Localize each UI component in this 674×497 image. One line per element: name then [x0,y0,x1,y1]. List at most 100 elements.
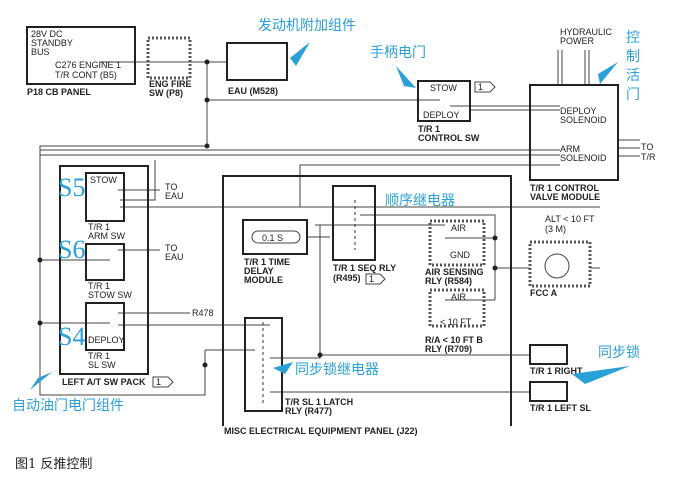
sl-sw-label: SL SW [88,360,116,370]
annotation-s6: S6 [58,235,85,264]
left-sl-label: T/R 1 LEFT SL [530,403,592,413]
p18-text: BUS [31,47,50,57]
ra-relay [428,288,486,328]
to-tr-text: TO [641,142,653,152]
fcc-a [528,240,592,288]
annotation-handle: 手柄电门 [370,45,426,61]
air-sensing-label: RLY (R584) [425,276,472,286]
note-tag [365,273,386,285]
note-tag-text: 1 [156,377,161,387]
deploy-text: DEPLOY [423,110,460,120]
arm-sw-label: T/R 1 [88,222,110,232]
ra-relay-label: RLY (R709) [425,344,472,354]
note-tag [152,376,174,388]
stow-text: STOW [90,175,117,185]
control-switch-box [417,80,471,122]
delay-text: 0.1 S [262,233,283,243]
annotation-sync: 同步锁 [598,345,640,361]
air-text: AIR [451,292,467,302]
latch-relay-label: T/R SL 1 LATCH [285,397,353,407]
annotation-arrow-icon [572,366,630,384]
annotation-arrow-icon [273,362,293,374]
to-eau-text: EAU [165,191,184,201]
seq-relay-label: T/R 1 SEQ RLY [333,263,396,273]
right-sync-lock [529,344,568,365]
sl-sw-label: T/R 1 [88,351,110,361]
eau-label: EAU (M528) [228,86,278,96]
arm-sw-label: ARM SW [88,231,126,241]
misc-panel [222,175,512,426]
deploy-solenoid-text: DEPLOY [560,106,597,116]
to-eau-text: EAU [165,252,184,262]
seq-relay [332,185,376,261]
lt10-text: < 10 FT [440,317,472,327]
annotation-pack: 自动油门电门组件 [12,398,124,414]
p18-label: P18 CB PANEL [27,87,91,97]
p18-text: T/R CONT (B5) [55,70,117,80]
delay-label: DELAY [244,266,274,276]
to-tr-text: T/R [641,152,656,162]
p18-text: C276 ENGINE 1 [55,60,121,70]
deploy-solenoid-text: SOLENOID [560,115,607,125]
right-sl-label: T/R 1 RIGHT [530,366,583,376]
annotation-valve: 控 制 活 门 [626,30,640,103]
ra-relay-label: R/A < 10 FT B [425,335,483,345]
annotation-eau: 发动机附加组件 [258,18,356,34]
air-sensing-relay [428,219,486,267]
svg-text:控: 控 [626,30,640,46]
p18-cb-panel [26,26,136,85]
annotation-arrow-icon [598,62,618,84]
eng-fire-switch [146,36,192,80]
delay-label: T/R 1 TIME [244,257,290,267]
air-text: AIR [451,223,467,233]
gnd-text: GND [450,250,471,260]
control-valve-module [529,84,619,181]
annotation-seq: 顺序继电器 [385,193,455,209]
to-eau-text: TO [165,243,177,253]
annotation-s5: S5 [58,173,85,202]
annotation-arrow-icon [396,66,416,88]
air-sensing-label: AIR SENSING [425,267,484,277]
to-eau-text: TO [165,182,177,192]
eau-box [226,42,288,81]
note-tag-text: 1 [478,82,483,92]
stow-sw-label: T/R 1 [88,281,110,291]
annotation-arrow-icon [30,372,52,390]
annotation-s4: S4 [58,322,85,351]
delay-element [251,230,301,244]
latch-relay-label: RLY (R477) [285,406,332,416]
hydraulic-text: POWER [560,36,595,46]
arm-solenoid-text: ARM [560,144,580,154]
misc-panel-label: MISC ELECTRICAL EQUIPMENT PANEL (J22) [224,426,418,436]
latch-relay [244,317,283,412]
left-sync-lock [529,381,568,402]
note-tag [474,81,496,93]
seq-relay-label: (R495) [333,273,361,283]
alt-text: (3 M) [545,224,566,234]
valve-label: VALVE MODULE [530,192,600,202]
stow-sw-label: STOW SW [88,290,132,300]
hydraulic-text: HYDRAULIC [560,27,613,37]
delay-label: MODULE [244,275,283,285]
p18-text: STANDBY [31,38,73,48]
fcc-label: FCC A [530,288,558,298]
svg-text:活: 活 [626,68,640,84]
valve-label: T/R 1 CONTROL [530,183,600,193]
p18-text: 28V DC [31,29,63,39]
arm-solenoid-text: SOLENOID [560,153,607,163]
stow-switch [85,243,125,281]
time-delay-module [242,219,308,255]
deploy-text: DEPLOY [88,335,125,345]
junction-dots [37,59,498,368]
control-sw-label: CONTROL SW [418,133,480,143]
alt-text: ALT < 10 FT [545,214,595,224]
note-tag-text: 1 [369,274,374,284]
control-sw-label: T/R 1 [418,124,440,134]
annotation-arrow-icon [290,42,310,66]
left-at-sw-pack [59,165,149,375]
figure-caption: 图1 反推控制 [15,457,92,472]
svg-text:制: 制 [626,49,640,65]
pack-label: LEFT A/T SW PACK [62,377,146,387]
eng-fire-label: SW (P8) [149,88,183,98]
r478-text: R478 [192,308,214,318]
